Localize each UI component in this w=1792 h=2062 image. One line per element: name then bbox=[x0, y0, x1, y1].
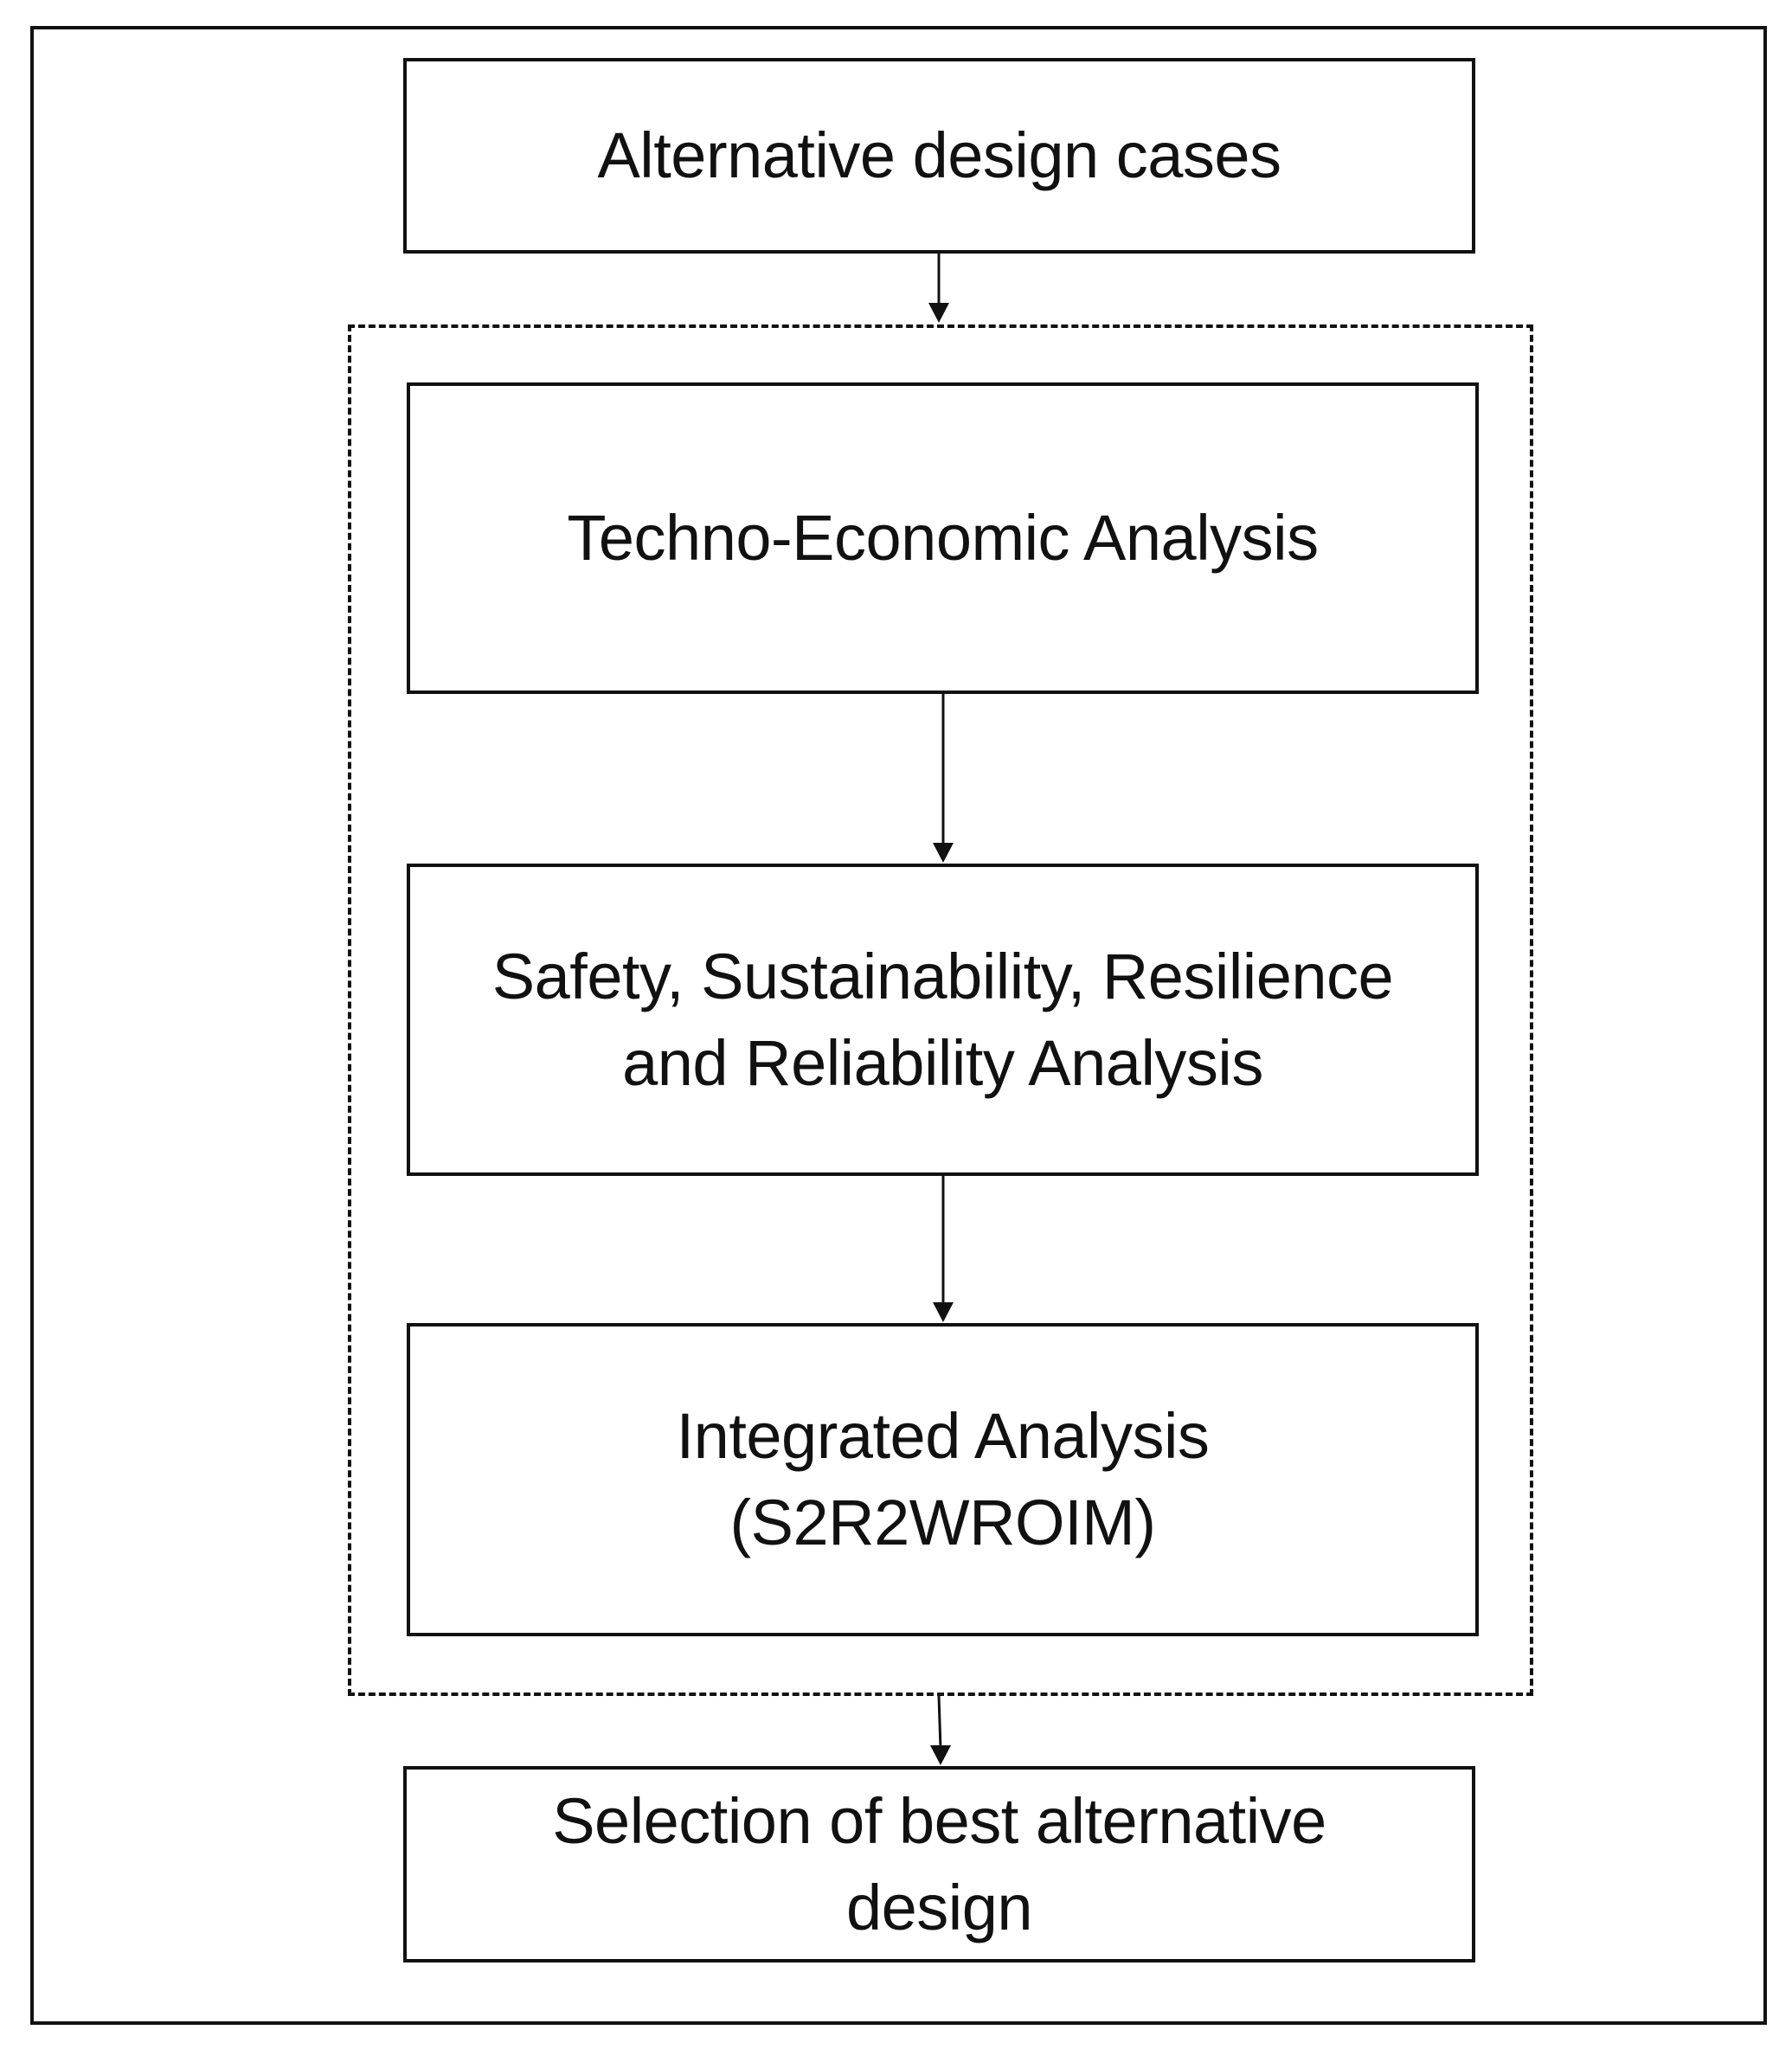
integrated-analysis-label: Integrated Analysis (S2R2WROIM) bbox=[676, 1400, 1210, 1558]
selection-of-best-alternative-label: Selection of best alternative design bbox=[552, 1784, 1326, 1943]
techno-economic-analysis-box: Techno-Economic Analysis bbox=[407, 382, 1479, 694]
analysis-group bbox=[348, 324, 1533, 1696]
integrated-analysis-box: Integrated Analysis (S2R2WROIM) bbox=[407, 1323, 1479, 1636]
alternative-design-cases-label: Alternative design cases bbox=[597, 119, 1281, 191]
safety-sustainability-resilience-reliability-box: Safety, Sustainability, Resilience and R… bbox=[407, 864, 1479, 1176]
safety-sustainability-resilience-reliability-label: Safety, Sustainability, Resilience and R… bbox=[491, 940, 1394, 1099]
techno-economic-analysis-label: Techno-Economic Analysis bbox=[567, 502, 1319, 574]
alternative-design-cases-box: Alternative design cases bbox=[403, 58, 1475, 254]
selection-of-best-alternative-box: Selection of best alternative design bbox=[403, 1766, 1475, 1962]
outer-frame bbox=[30, 26, 1767, 2025]
